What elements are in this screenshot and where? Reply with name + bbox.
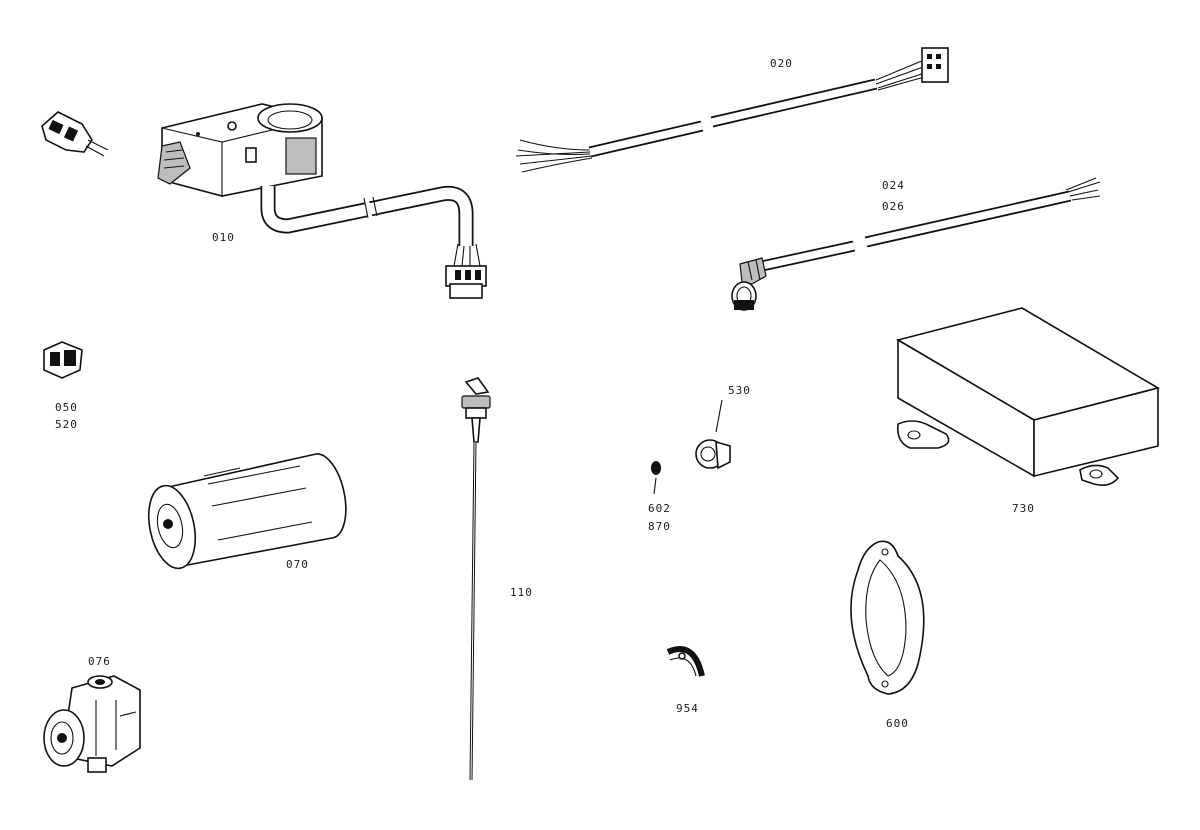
part-024-plug-head <box>731 281 757 311</box>
part-730-control-box <box>895 307 1161 486</box>
label-520: 520 <box>55 418 78 431</box>
part-010-sensor-assembly <box>41 103 487 299</box>
label-070: 070 <box>286 558 309 571</box>
part-010-harness-connector <box>445 265 487 299</box>
label-076: 076 <box>88 655 111 668</box>
label-600: 600 <box>886 717 909 730</box>
part-020-harness <box>515 47 949 173</box>
part-600-gasket <box>850 540 925 695</box>
part-024-026-angled-cable <box>731 177 1101 311</box>
label-110: 110 <box>510 586 533 599</box>
part-050-520-small-connector <box>43 341 83 379</box>
part-010-block <box>157 103 323 197</box>
part-530-plug <box>695 399 731 470</box>
label-602: 602 <box>648 502 671 515</box>
label-020: 020 <box>770 57 793 70</box>
label-010: 010 <box>212 231 235 244</box>
part-020-connector <box>921 47 949 83</box>
label-026: 026 <box>882 200 905 213</box>
label-870: 870 <box>648 520 671 533</box>
part-010-left-plug <box>41 111 109 157</box>
part-954-clip <box>666 646 705 677</box>
label-024: 024 <box>882 179 905 192</box>
label-050: 050 <box>55 401 78 414</box>
label-954: 954 <box>676 702 699 715</box>
part-076-valve <box>43 675 141 773</box>
part-070-cylinder <box>147 453 347 570</box>
part-602-870-washer <box>651 461 661 495</box>
label-730: 730 <box>1012 502 1035 515</box>
part-110-dipstick <box>461 377 491 781</box>
label-530: 530 <box>728 384 751 397</box>
